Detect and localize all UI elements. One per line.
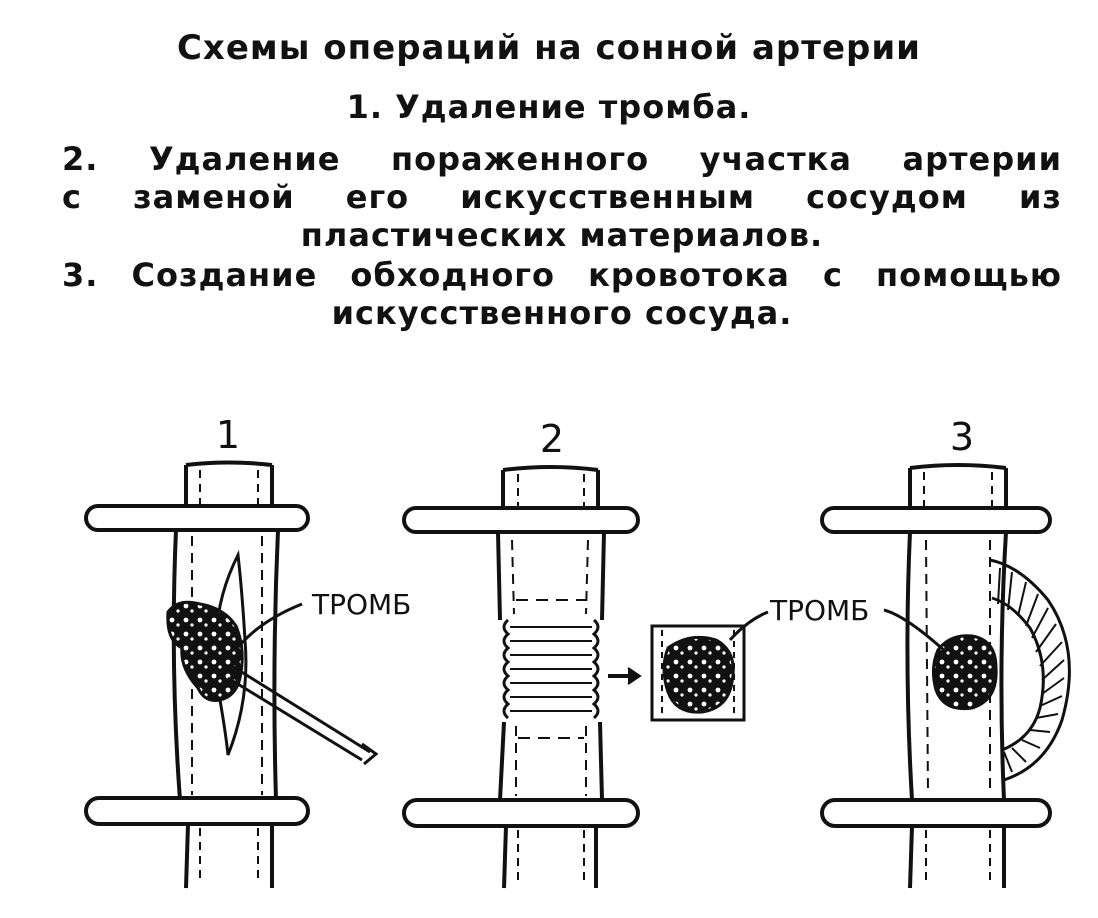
figure-2-prosthesis <box>502 618 600 720</box>
caption-item-2-line-3: пластических материалов. <box>300 216 824 254</box>
figure-1: 1 ТРОМБ <box>84 413 411 889</box>
figure-1-artery <box>171 529 280 801</box>
figure-2-thrombus-label: ТРОМБ <box>769 594 869 627</box>
figure-3-upper-clamp <box>820 506 1052 534</box>
figure-2-excised-segment <box>650 624 746 722</box>
caption-item-1: 1. Удаление тромба. <box>346 88 752 126</box>
figure-2-number: 2 <box>540 417 564 461</box>
caption-item-3: 3. Создание обходного кровотока с помощь… <box>62 256 1062 332</box>
figure-1-upper-clamp <box>84 504 310 532</box>
figure-1-lower-clamp <box>84 796 310 826</box>
figure-2-upper-clamp <box>402 506 640 534</box>
figure-2: 2 ТРОМБ <box>402 417 869 889</box>
figure-2-lower-clamp <box>402 798 640 828</box>
caption-item-3-line-2: искусственного сосуда. <box>331 294 793 332</box>
figure-3: 3 <box>820 415 1071 889</box>
figure-3-lower-clamp <box>820 798 1052 828</box>
figure-3-number: 3 <box>950 415 974 459</box>
caption-item-2-line-1: 2. Удаление пораженного участка артерии <box>62 140 1062 178</box>
caption-item-2-line-2: с заменой его искусственным сосудом из <box>62 178 1062 216</box>
figure-2-thrombus <box>662 635 735 714</box>
figure-1-thrombus <box>166 600 244 702</box>
figure-1-number: 1 <box>216 413 240 457</box>
page-title: Схемы операций на сонной артерии <box>176 28 921 68</box>
figure-3-thrombus <box>931 634 998 711</box>
figure-1-thrombus-label: ТРОМБ <box>311 588 411 621</box>
figure-3-bypass-graft <box>989 558 1071 782</box>
caption-item-3-line-1: 3. Создание обходного кровотока с помощь… <box>62 256 1062 294</box>
caption-item-2: 2. Удаление пораженного участка артерии … <box>62 140 1062 254</box>
